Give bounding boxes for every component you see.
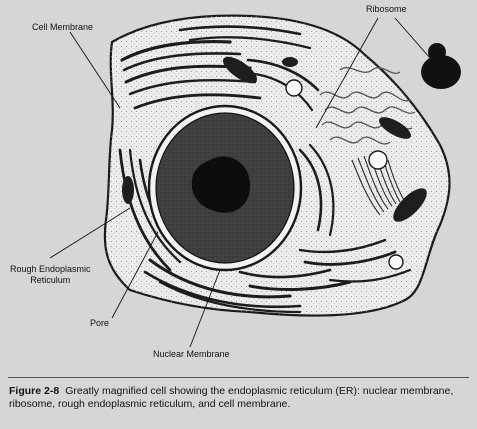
label-rough-er-line1: Rough Endoplasmic: [10, 264, 91, 274]
label-pore: Pore: [90, 318, 110, 328]
label-rough-er: Rough Endoplasmic Reticulum: [10, 264, 91, 286]
organelles: [122, 56, 427, 222]
vacuoles: [285, 79, 404, 270]
label-nuclear-membrane: Nuclear Membrane: [153, 349, 230, 359]
label-rough-er-line2: Reticulum: [30, 275, 71, 285]
label-cell-membrane: Cell Membrane: [32, 22, 94, 32]
cell-diagram: [49, 14, 461, 348]
ribosome-shape: [421, 43, 461, 89]
leader-lines: [49, 17, 431, 348]
nucleolus-shape: [191, 156, 251, 213]
label-ribosome: Ribosome: [366, 4, 407, 14]
caption-text: Greatly magnified cell showing the endop…: [9, 385, 454, 410]
caption-divider: [8, 377, 469, 378]
figure-number: Figure 2-8: [9, 385, 60, 397]
